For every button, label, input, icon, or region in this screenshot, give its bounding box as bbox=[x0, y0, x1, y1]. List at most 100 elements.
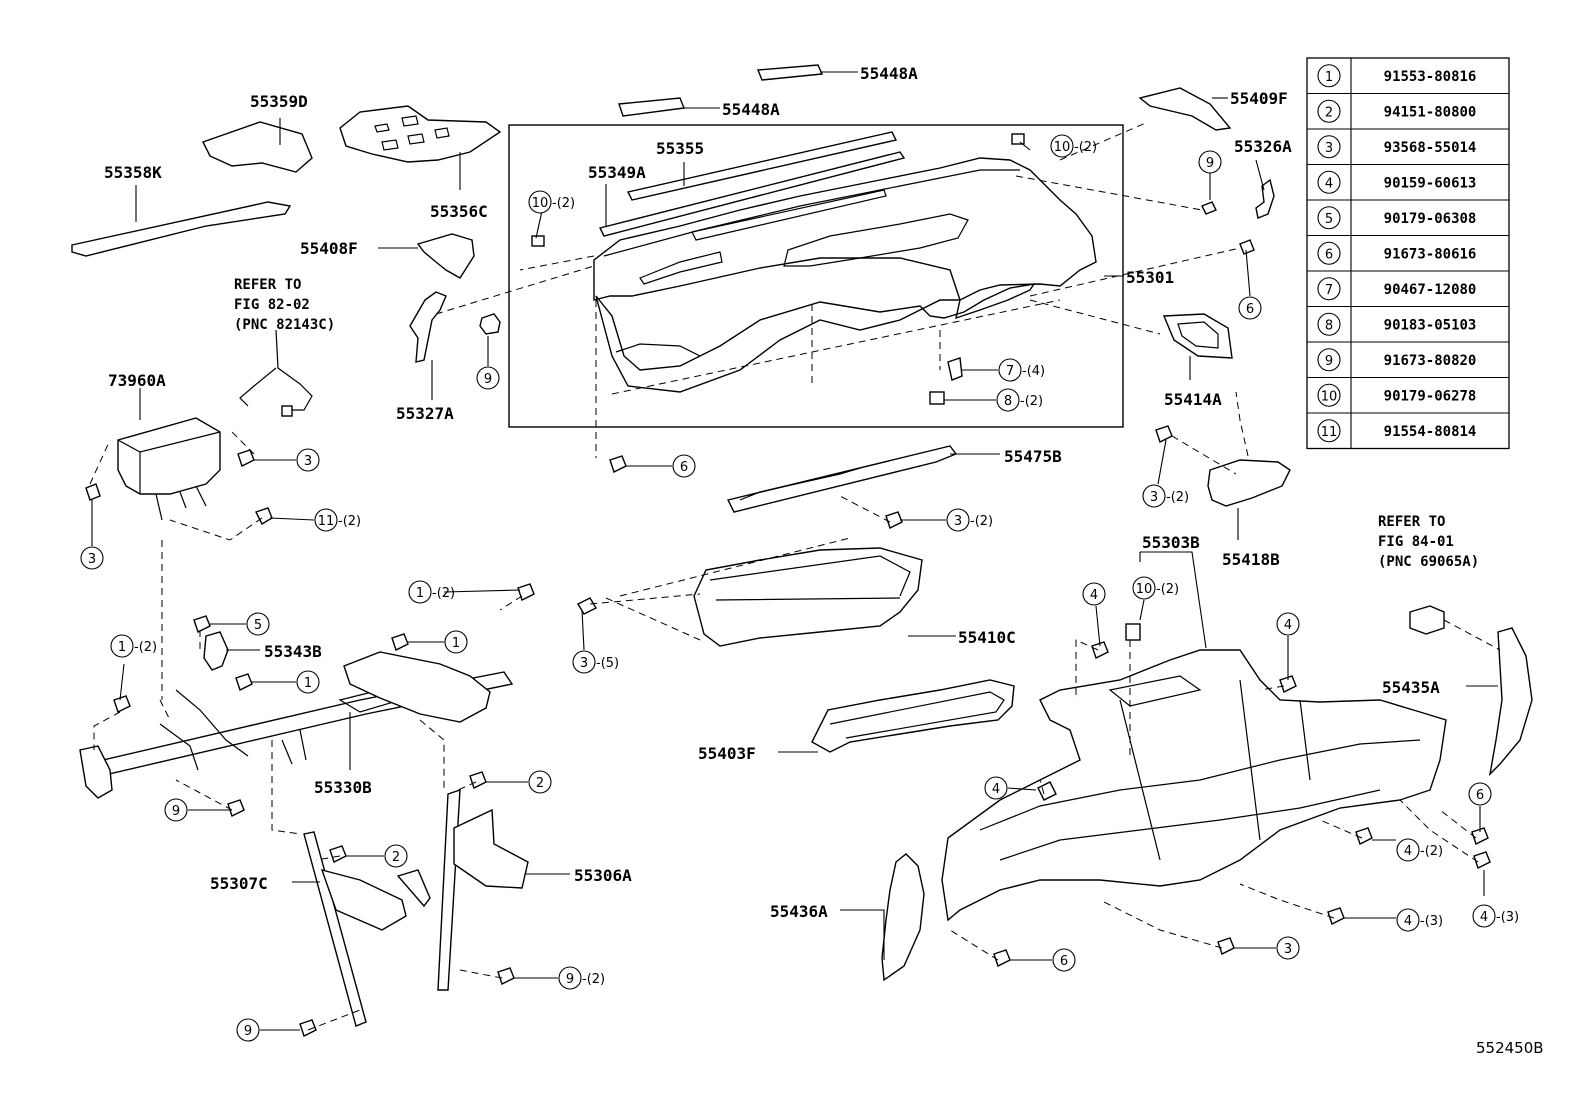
bolt-4-d[interactable] bbox=[1355, 827, 1373, 845]
part-55301-dashboard[interactable] bbox=[593, 157, 1097, 301]
bolt-9-right[interactable] bbox=[1201, 201, 1217, 215]
bolt-3-c[interactable] bbox=[885, 511, 903, 529]
bolt-6-right[interactable] bbox=[1239, 239, 1255, 255]
callout-3-d[interactable]: 3-(2) bbox=[1142, 484, 1189, 508]
callout-4-e[interactable]: 4-(3) bbox=[1396, 908, 1443, 932]
bolt-1-d[interactable] bbox=[235, 673, 253, 691]
callout-6-b[interactable]: 6 bbox=[1468, 782, 1492, 806]
part-55409F[interactable] bbox=[1138, 87, 1232, 131]
callout-6-a[interactable]: 6 bbox=[672, 454, 696, 478]
callout-9-right[interactable]: 9 bbox=[1198, 150, 1222, 174]
part-55301-lower[interactable] bbox=[595, 283, 1036, 393]
bolt-3-b[interactable] bbox=[85, 483, 101, 501]
callout-4-d[interactable]: 4-(2) bbox=[1396, 838, 1443, 862]
clip-8[interactable] bbox=[929, 391, 945, 405]
callout-6-right[interactable]: 6 bbox=[1238, 296, 1262, 320]
callout-1-c[interactable]: 1-(2) bbox=[110, 634, 157, 658]
bolt-1-c[interactable] bbox=[113, 695, 131, 713]
clip-10-top[interactable] bbox=[1011, 133, 1025, 145]
clip-7[interactable] bbox=[947, 357, 963, 381]
bolt-9-b[interactable] bbox=[497, 967, 515, 985]
harness-82143C[interactable] bbox=[239, 329, 313, 411]
part-55435A[interactable] bbox=[1488, 627, 1533, 777]
clip-10-left[interactable] bbox=[531, 235, 545, 247]
callout-4-a[interactable]: 4 bbox=[1082, 582, 1106, 606]
part-55306A[interactable] bbox=[437, 789, 461, 991]
bolt-6-c[interactable] bbox=[993, 949, 1011, 967]
bolt-2-b[interactable] bbox=[329, 845, 347, 863]
part-55330B-column-bracket[interactable] bbox=[343, 651, 491, 723]
callout-3-f[interactable]: 3 bbox=[1276, 936, 1300, 960]
part-55448A-lower[interactable] bbox=[618, 97, 685, 117]
bolt-4-e[interactable] bbox=[1327, 907, 1345, 925]
connector-69065A[interactable] bbox=[1409, 605, 1445, 635]
part-55306A-arm[interactable] bbox=[396, 869, 431, 908]
part-73960A[interactable] bbox=[117, 417, 221, 495]
bolt-3-a[interactable] bbox=[237, 449, 255, 467]
part-55436A[interactable] bbox=[881, 853, 925, 982]
callout-2-a[interactable]: 2 bbox=[528, 770, 552, 794]
part-55408F[interactable] bbox=[416, 233, 475, 279]
part-55358K[interactable] bbox=[71, 201, 292, 257]
callout-1-b[interactable]: 1 bbox=[444, 630, 468, 654]
part-55359D[interactable] bbox=[202, 121, 313, 173]
callout-9-mid[interactable]: 9 bbox=[476, 366, 500, 390]
part-55448A-top[interactable] bbox=[756, 64, 824, 81]
callout-10-left[interactable]: 10-(2) bbox=[528, 190, 575, 214]
callout-7[interactable]: 7-(4) bbox=[998, 358, 1045, 382]
bolt-4-f[interactable] bbox=[1473, 851, 1491, 869]
callout-9-b[interactable]: 9-(2) bbox=[558, 966, 605, 990]
callout-3-c[interactable]: 3-(2) bbox=[946, 508, 993, 532]
callout-4-f[interactable]: 4-(3) bbox=[1472, 904, 1519, 928]
callout-9-c[interactable]: 9 bbox=[236, 1018, 260, 1042]
callout-3-b[interactable]: 3 bbox=[80, 546, 104, 570]
part-55410C[interactable] bbox=[693, 547, 923, 647]
callout-5[interactable]: 5 bbox=[246, 612, 270, 636]
part-55330B-left-end[interactable] bbox=[79, 745, 113, 799]
bolt-4-c[interactable] bbox=[1037, 781, 1057, 801]
callout-11[interactable]: 11-(2) bbox=[314, 508, 361, 532]
part-55303B[interactable] bbox=[941, 649, 1447, 922]
bolt-3-e[interactable] bbox=[577, 597, 597, 615]
part-55349A-strip[interactable] bbox=[598, 151, 906, 237]
bolt-9-a[interactable] bbox=[227, 799, 245, 817]
clip-10-b[interactable] bbox=[1125, 623, 1141, 641]
part-55306A-plate[interactable] bbox=[453, 808, 529, 889]
callout-6-c[interactable]: 6 bbox=[1052, 948, 1076, 972]
bolt-9-c[interactable] bbox=[299, 1019, 317, 1037]
callout-1-a[interactable]: 1-(2) bbox=[408, 580, 455, 604]
callout-3-a[interactable]: 3 bbox=[296, 448, 320, 472]
callout-4-c[interactable]: 4 bbox=[984, 776, 1008, 800]
part-55327A[interactable] bbox=[409, 291, 447, 363]
bolt-6-a[interactable] bbox=[609, 455, 627, 473]
bolt-3-f[interactable] bbox=[1217, 937, 1235, 955]
bolt-3-d[interactable] bbox=[1155, 425, 1173, 443]
bolt-5[interactable] bbox=[193, 615, 211, 633]
callout-2-b[interactable]: 2 bbox=[384, 844, 408, 868]
part-55307C-plate[interactable] bbox=[320, 868, 407, 931]
callout-9-a[interactable]: 9 bbox=[164, 798, 188, 822]
callout-4-b[interactable]: 4 bbox=[1276, 612, 1300, 636]
callout-10-b[interactable]: 10-(2) bbox=[1132, 576, 1179, 600]
bolt-2-a[interactable] bbox=[469, 771, 487, 789]
part-55343B[interactable] bbox=[203, 631, 229, 671]
part-55355-strip[interactable] bbox=[626, 131, 898, 201]
part-55307C[interactable] bbox=[303, 831, 367, 1027]
callout-1-d[interactable]: 1 bbox=[296, 670, 320, 694]
part-55475B[interactable] bbox=[726, 445, 958, 513]
bolt-1-b[interactable] bbox=[391, 633, 409, 651]
callout-10-top[interactable]: 10-(2) bbox=[1050, 134, 1097, 158]
callout-3-e[interactable]: 3-(5) bbox=[572, 650, 619, 674]
part-55403F[interactable] bbox=[811, 679, 1015, 753]
